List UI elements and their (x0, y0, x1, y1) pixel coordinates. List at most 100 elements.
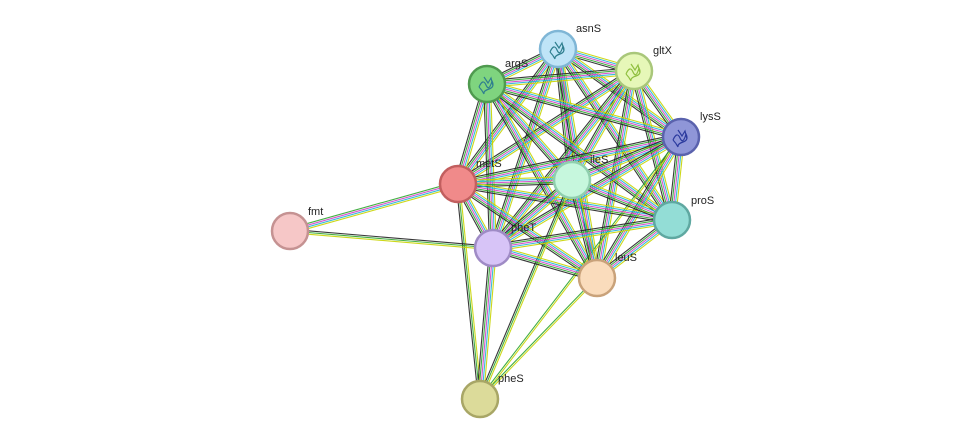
edge-line-cyan (488, 82, 599, 278)
node-argS[interactable]: argS (467, 58, 528, 104)
edge-metS-leuS[interactable] (455, 180, 600, 282)
edge-line-magenta (457, 136, 682, 185)
edge-line-magenta (289, 182, 458, 231)
edge-line-black (483, 84, 491, 249)
node-circle[interactable] (438, 164, 478, 204)
edge-ileS-pheS[interactable] (477, 179, 575, 400)
edge-line-black (492, 216, 672, 246)
edge-line-black (290, 228, 494, 247)
node-label-argS: argS (505, 58, 528, 70)
node-circle[interactable] (652, 200, 692, 240)
edge-line-yellow (489, 83, 497, 248)
edge-line-yellow (487, 73, 635, 88)
edge-line-green (486, 68, 634, 83)
edge-line-green (456, 184, 597, 280)
node-metS[interactable]: metS (438, 158, 502, 204)
edge-metS-fmt[interactable] (289, 181, 459, 234)
edge-line-black (476, 247, 491, 399)
edge-line-magenta (633, 70, 673, 221)
node-label-proS: proS (691, 195, 714, 207)
edge-line-green (477, 247, 492, 399)
protein-structure-icon (549, 41, 565, 60)
edge-line-cyan (494, 49, 561, 249)
node-circle[interactable] (467, 64, 507, 104)
node-gltX[interactable]: gltX (614, 45, 673, 91)
node-circle[interactable] (538, 29, 578, 69)
edge-line-cyan (290, 184, 459, 233)
edge-line-black (455, 67, 633, 182)
node-label-ileS: ileS (590, 154, 608, 166)
node-circle[interactable] (661, 117, 701, 157)
edge-line-green (478, 277, 597, 399)
node-pheS[interactable]: pheS (460, 373, 524, 419)
node-label-lysS: lysS (700, 111, 721, 123)
node-circle[interactable] (473, 228, 513, 268)
node-label-pheT: pheT (511, 222, 536, 234)
node-fmt[interactable]: fmt (270, 206, 323, 251)
node-pheT[interactable]: pheT (473, 222, 536, 268)
node-circle[interactable] (270, 211, 310, 251)
edge-proS-pheT[interactable] (492, 216, 673, 252)
edge-line-magenta (486, 83, 494, 249)
edge-gltX-argS[interactable] (486, 67, 635, 88)
node-lysS[interactable]: lysS (661, 111, 721, 157)
edge-line-magenta (486, 70, 635, 85)
edge-pheT-fmt[interactable] (289, 228, 494, 251)
edge-line-cyan (493, 221, 673, 251)
node-label-fmt: fmt (308, 206, 323, 218)
edge-metS-pheS[interactable] (455, 183, 483, 400)
edge-line-cyan (558, 47, 674, 220)
edge-line-cyan (458, 182, 599, 278)
edge-line-yellow (459, 183, 483, 399)
edge-line-black (455, 186, 596, 282)
edge-line-green (478, 136, 681, 399)
edge-line-yellow (481, 180, 575, 400)
edge-line-yellow (482, 248, 497, 400)
edge-line-black (486, 67, 634, 82)
edge-line-black (630, 71, 670, 221)
edge-line-green (484, 84, 492, 249)
node-circle[interactable] (577, 258, 617, 298)
protein-structure-icon (478, 76, 494, 95)
edge-line-yellow (457, 176, 572, 182)
node-circle[interactable] (614, 51, 654, 91)
edge-leuS-pheS[interactable] (478, 277, 599, 400)
edge-pheT-pheS[interactable] (476, 247, 497, 400)
node-circle[interactable] (552, 160, 592, 200)
edge-line-black (457, 133, 681, 182)
edge-line-green (457, 134, 681, 183)
edge-line-yellow (495, 49, 562, 250)
edge-line-black (454, 46, 556, 183)
edge-line-yellow (289, 232, 493, 251)
edge-line-green (492, 217, 672, 247)
edge-line-magenta (457, 183, 598, 279)
edge-line-yellow (487, 80, 683, 135)
edge-line-cyan (487, 72, 635, 87)
edge-line-black (484, 85, 570, 183)
node-ileS[interactable]: ileS (552, 154, 608, 200)
edge-argS-pheT[interactable] (483, 83, 497, 249)
node-leuS[interactable]: leuS (577, 252, 637, 298)
edge-line-green (457, 185, 672, 223)
edge-line-green (479, 179, 573, 400)
edge-line-magenta (486, 83, 573, 181)
node-circle[interactable] (460, 379, 500, 419)
edge-line-magenta (486, 83, 682, 138)
node-label-gltX: gltX (653, 45, 673, 57)
protein-structure-icon (672, 129, 688, 148)
edge-argS-lysS[interactable] (485, 80, 683, 141)
node-label-pheS: pheS (498, 373, 524, 385)
edge-line-yellow (459, 180, 600, 276)
edge-line-cyan (481, 248, 496, 400)
edge-line-black (570, 133, 680, 178)
edge-line-green (289, 230, 494, 249)
edge-line-black (455, 184, 479, 400)
edge-line-black (489, 68, 632, 247)
node-asnS[interactable]: asnS (538, 23, 601, 69)
edge-line-yellow (493, 222, 673, 252)
node-proS[interactable]: proS (652, 195, 714, 240)
edge-line-green (631, 71, 671, 221)
edge-line-cyan (488, 83, 496, 248)
edge-line-green (289, 181, 458, 230)
